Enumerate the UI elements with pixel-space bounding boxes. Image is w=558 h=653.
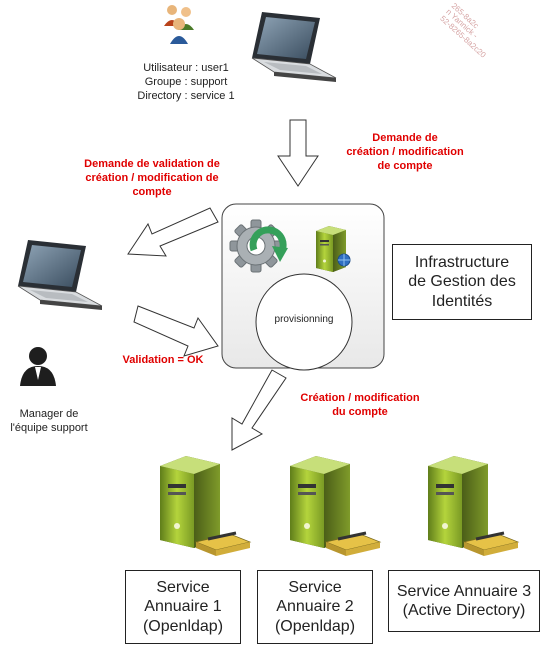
- group-line: Groupe : support: [144, 75, 228, 88]
- label-validation-ok: Validation = OK: [122, 354, 204, 366]
- user-laptop-icon: [251, 11, 337, 83]
- label-creation-modification: Création / modification du compte: [300, 392, 420, 418]
- label-demande-validation: Demande de validation de création / modi…: [84, 158, 220, 198]
- server-icon-3: [428, 456, 488, 548]
- arrow-right-validation-ok: [133, 305, 219, 357]
- arrow-down-top: [277, 119, 319, 187]
- service-box-1: Service Annuaire 1 (Openldap): [125, 570, 241, 644]
- service-box-2: Service Annuaire 2 (Openldap): [257, 570, 373, 644]
- server-icon-2: [290, 456, 350, 548]
- users-group-icon: [164, 5, 194, 44]
- provisionning-circle: [255, 273, 353, 371]
- manager-person-icon: [20, 347, 56, 386]
- server-icon-1: [160, 456, 220, 548]
- manager-caption: Manager de l'équipe support: [10, 408, 88, 434]
- service-box-3: Service Annuaire 3 (Active Directory): [388, 570, 540, 632]
- directory-line: Directory : service 1: [137, 89, 235, 102]
- user-info: Utilisateur : user1 Groupe : support Dir…: [120, 62, 252, 103]
- provisionning-label: provisionning: [274, 314, 334, 325]
- infrastructure-box: Infrastructure de Gestion des Identités: [392, 244, 532, 320]
- refresh-icon: [249, 226, 288, 262]
- user-line: Utilisateur : user1: [143, 62, 229, 74]
- arrow-down-creation: [231, 369, 287, 451]
- arrow-left-validation: [127, 207, 219, 257]
- manager-laptop-icon: [17, 239, 103, 311]
- label-demande-creation: Demande de création / modification de co…: [346, 132, 464, 172]
